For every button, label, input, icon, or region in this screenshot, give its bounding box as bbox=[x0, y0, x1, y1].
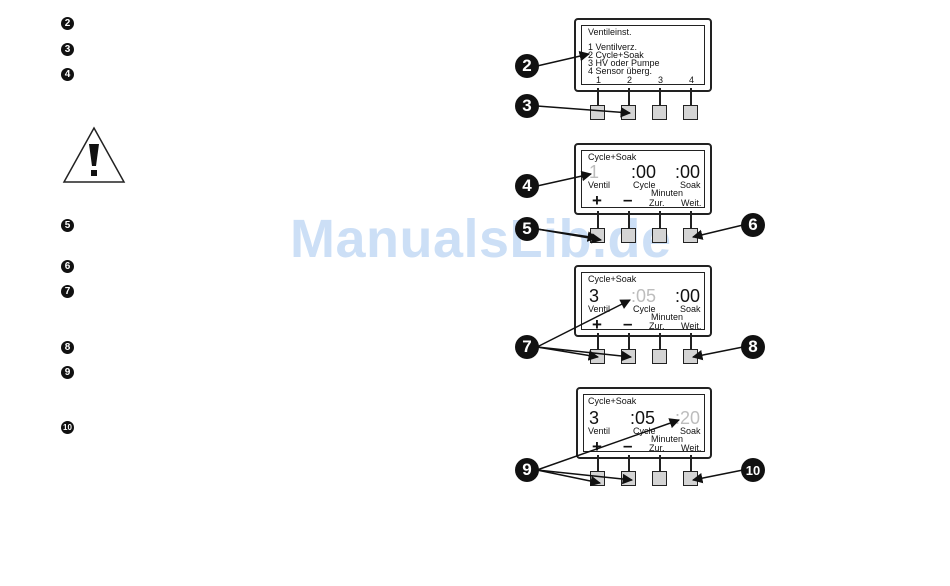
step-marker-7: 7 bbox=[61, 285, 74, 298]
valve-number: 3 bbox=[589, 408, 600, 428]
callout-5: 5 bbox=[515, 217, 539, 241]
soak-value: :20 bbox=[675, 408, 701, 428]
step-marker-4: 4 bbox=[61, 68, 74, 81]
button-3[interactable] bbox=[652, 105, 667, 120]
cycle-label: Cycle bbox=[633, 426, 656, 436]
next-label: Weit. bbox=[681, 321, 702, 331]
display-panel-cycle-soak-3: Cycle+Soak 3 :05 :20 Ventil Cycle Soak M… bbox=[576, 387, 712, 459]
button-number-3: 3 bbox=[658, 75, 664, 85]
button-number-4: 4 bbox=[689, 75, 695, 85]
ventil-label: Ventil bbox=[588, 180, 611, 190]
soak-label: Soak bbox=[680, 304, 701, 314]
minuten-label: Minuten bbox=[651, 434, 684, 444]
button-number-1: 1 bbox=[596, 75, 602, 85]
panel-title: Ventileinst. bbox=[588, 27, 632, 37]
back-label: Zur. bbox=[649, 443, 665, 453]
soak-label: Soak bbox=[680, 426, 701, 436]
step-marker-6: 6 bbox=[61, 260, 74, 273]
watermark: ManualsLib.de bbox=[290, 209, 672, 269]
warning-icon bbox=[62, 126, 126, 183]
panel-title: Cycle+Soak bbox=[588, 152, 637, 162]
cycle-value: :05 bbox=[630, 408, 656, 428]
menu-item-4: 4 Sensor überg. bbox=[588, 66, 653, 76]
panel-title: Cycle+Soak bbox=[588, 274, 637, 284]
minus-label: – bbox=[623, 190, 633, 209]
callout-2: 2 bbox=[515, 54, 539, 78]
ventil-label: Ventil bbox=[588, 426, 611, 436]
plus-label: + bbox=[592, 315, 602, 334]
display-panel-valve-settings: Ventileinst. 1 Ventilverz. 2 Cycle+Soak … bbox=[574, 18, 712, 92]
back-button[interactable] bbox=[652, 349, 667, 364]
callout-9: 9 bbox=[515, 458, 539, 482]
step-marker-2: 2 bbox=[61, 17, 74, 30]
minuten-label: Minuten bbox=[651, 312, 684, 322]
menu-item-3: 3 HV oder Pumpe bbox=[588, 58, 660, 68]
cycle-value: :00 bbox=[631, 162, 657, 182]
plus-label: + bbox=[592, 191, 602, 210]
back-button[interactable] bbox=[652, 471, 667, 486]
display-panel-cycle-soak-1: Cycle+Soak 1 :00 :00 Ventil Cycle Soak M… bbox=[574, 143, 712, 215]
callout-8: 8 bbox=[741, 335, 765, 359]
back-label: Zur. bbox=[649, 321, 665, 331]
minus-label: – bbox=[623, 314, 633, 333]
callout-6: 6 bbox=[741, 213, 765, 237]
ventil-label: Ventil bbox=[588, 304, 611, 314]
callout-4: 4 bbox=[515, 174, 539, 198]
valve-number: 3 bbox=[589, 286, 600, 306]
minus-label: – bbox=[623, 436, 633, 455]
soak-label: Soak bbox=[680, 180, 701, 190]
cycle-label: Cycle bbox=[633, 180, 656, 190]
plus-label: + bbox=[592, 437, 602, 456]
button-1[interactable] bbox=[590, 105, 605, 120]
back-button[interactable] bbox=[652, 228, 667, 243]
valve-number: 1 bbox=[589, 162, 600, 182]
soak-value: :00 bbox=[675, 162, 701, 182]
callout-7: 7 bbox=[515, 335, 539, 359]
button-number-2: 2 bbox=[627, 75, 633, 85]
step-marker-10: 10 bbox=[61, 421, 74, 434]
next-label: Weit. bbox=[681, 443, 702, 453]
back-label: Zur. bbox=[649, 198, 665, 208]
next-label: Weit. bbox=[681, 198, 702, 208]
minus-button[interactable] bbox=[621, 228, 636, 243]
step-marker-3: 3 bbox=[61, 43, 74, 56]
button-4[interactable] bbox=[683, 105, 698, 120]
cycle-value: :05 bbox=[631, 286, 657, 306]
menu-item-1: 1 Ventilverz. bbox=[588, 42, 638, 52]
menu-item-2: 2 Cycle+Soak bbox=[588, 50, 644, 60]
callout-3: 3 bbox=[515, 94, 539, 118]
step-marker-8: 8 bbox=[61, 341, 74, 354]
step-marker-9: 9 bbox=[61, 366, 74, 379]
step-marker-5: 5 bbox=[61, 219, 74, 232]
display-panel-cycle-soak-2: Cycle+Soak 3 :05 :00 Ventil Cycle Soak M… bbox=[574, 265, 712, 337]
callout-10: 10 bbox=[741, 458, 765, 482]
panel-title: Cycle+Soak bbox=[588, 396, 637, 406]
soak-value: :00 bbox=[675, 286, 701, 306]
cycle-label: Cycle bbox=[633, 304, 656, 314]
minuten-label: Minuten bbox=[651, 188, 684, 198]
